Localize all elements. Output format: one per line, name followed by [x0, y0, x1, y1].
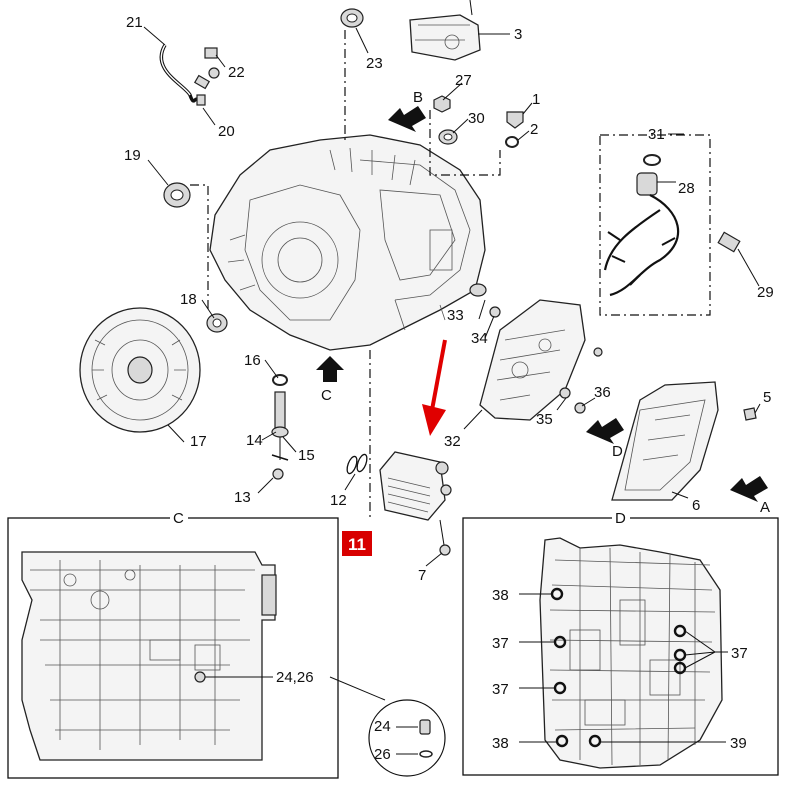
callout-19: 19	[124, 147, 141, 164]
inset-c-callout-24-26: 24,26	[276, 669, 314, 686]
callout-5: 5	[763, 389, 771, 406]
callout-36: 36	[594, 384, 611, 401]
inset-c-case-side-view	[21, 551, 277, 761]
view-arrow-d	[586, 418, 624, 444]
callout-21: 21	[126, 14, 143, 31]
callout-22: 22	[228, 64, 245, 81]
view-arrow-a	[730, 476, 768, 502]
highlight-arrow	[422, 339, 447, 436]
callout-35: 35	[536, 411, 553, 428]
callout-23: 23	[366, 55, 383, 72]
detail-callout-24: 24	[374, 718, 391, 735]
inset-d-callout-37-left-lower: 37	[492, 681, 509, 698]
part-1-plug	[506, 111, 524, 129]
callout-31: 31	[648, 126, 665, 143]
inset-view-c: C 24,26 24 26	[7, 510, 446, 779]
inset-view-d: D 38 37 37 38 37 39	[462, 510, 779, 776]
view-letter-b: B	[413, 89, 423, 106]
inset-d-callout-37-right: 37	[731, 645, 748, 662]
callout-34: 34	[471, 330, 488, 347]
inset-d-callout-37-left-upper: 37	[492, 635, 509, 652]
callout-3: 3	[514, 26, 522, 43]
part-27-nut	[433, 95, 451, 113]
callout-7: 7	[418, 567, 426, 584]
part-32-valve-body	[479, 299, 586, 421]
part-6-oil-pan	[611, 381, 719, 501]
callout-30: 30	[468, 110, 485, 127]
transmission-case	[209, 134, 486, 351]
callout-15: 15	[298, 447, 315, 464]
callout-17: 17	[190, 433, 207, 450]
inset-d-callout-38-bottom: 38	[492, 735, 509, 752]
callout-2: 2	[530, 121, 538, 138]
part-5-bolt	[743, 407, 757, 421]
part-3-module	[409, 0, 481, 61]
callout-13: 13	[234, 489, 251, 506]
part-17-torque-converter	[79, 307, 201, 433]
part-2-washer	[505, 136, 519, 148]
callout-16: 16	[244, 352, 261, 369]
inset-d-callout-38-top: 38	[492, 587, 509, 604]
parts-14-16-sensor-stack	[271, 374, 289, 480]
view-letter-c: C	[321, 387, 332, 404]
callout-12: 12	[330, 492, 347, 509]
badge-label: 11	[348, 535, 366, 554]
callout-1: 1	[532, 91, 540, 108]
inset-d-valve-body-view	[539, 537, 723, 769]
part-31-wiring-harness-group	[599, 134, 741, 316]
part-21-hose	[159, 44, 211, 106]
callout-28: 28	[678, 180, 695, 197]
view-letter-d: D	[612, 443, 623, 460]
part-23-seal	[340, 8, 364, 28]
part-18-seal	[206, 313, 228, 333]
part-7-bolt	[439, 519, 451, 556]
callout-20: 20	[218, 123, 235, 140]
detail-callout-26: 26	[374, 746, 391, 763]
leader-lines	[143, 26, 761, 567]
callout-14: 14	[246, 432, 263, 449]
assembly-guide-lines	[190, 30, 501, 520]
highlight-badge-11: 11	[342, 531, 372, 556]
callout-labels: 21 22 20 23 3 27 30 1 2 31 28 29 19 18 1…	[124, 14, 774, 584]
part-12-o-rings	[346, 453, 368, 475]
part-19-seal	[163, 182, 191, 208]
part-30-seal	[438, 129, 458, 145]
parts-33-34-bolts	[469, 283, 501, 318]
callout-29: 29	[757, 284, 774, 301]
view-arrow-b	[388, 106, 426, 132]
callout-18: 18	[180, 291, 197, 308]
callout-33: 33	[447, 307, 464, 324]
part-11-oil-cooler	[379, 451, 452, 521]
callout-6: 6	[692, 497, 700, 514]
view-letter-a: A	[760, 499, 770, 516]
inset-d-title: D	[615, 510, 626, 527]
callout-27: 27	[455, 72, 472, 89]
inset-d-callout-39: 39	[730, 735, 747, 752]
callout-32: 32	[444, 433, 461, 450]
part-22-fitting	[204, 47, 220, 79]
inset-c-title: C	[173, 510, 184, 527]
view-arrow-c	[316, 356, 344, 382]
